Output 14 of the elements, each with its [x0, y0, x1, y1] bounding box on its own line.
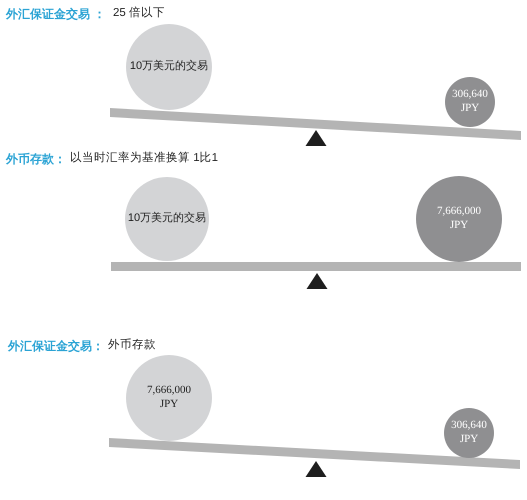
amount-label: 7,666,000 JPY	[146, 384, 192, 412]
section-title: 外汇保证金交易：	[8, 339, 104, 354]
amount-label: 7,666,000 JPY	[436, 205, 482, 233]
section-title: 外汇保证金交易 ：	[6, 7, 106, 22]
amount-label: 306,640 JPY	[450, 419, 488, 447]
amount-label: 10万美元的交易	[128, 60, 210, 74]
weight-circle	[445, 77, 495, 127]
weight-circle	[444, 408, 494, 458]
amount-label: 306,640 JPY	[451, 88, 489, 116]
section-note: 外币存款	[108, 339, 156, 353]
section-note: 以当时汇率为基准换算 1比1	[70, 152, 218, 166]
amount-label: 10万美元的交易	[126, 212, 208, 226]
section-title: 外币存款：	[6, 152, 66, 166]
section-note: 25 倍以下	[113, 7, 165, 21]
